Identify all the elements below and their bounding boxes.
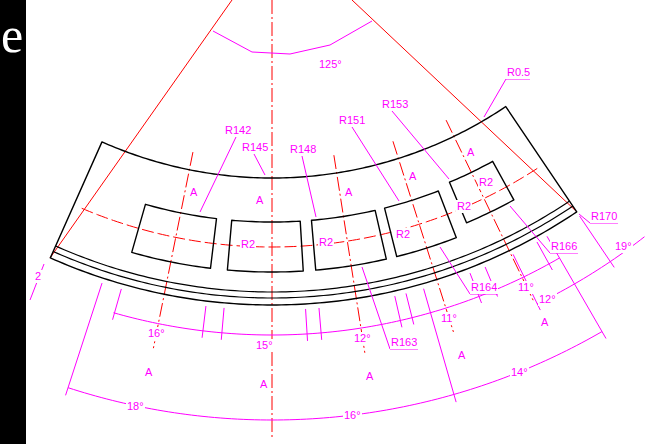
- extension-line: [580, 216, 615, 267]
- radius-label: R2: [395, 228, 411, 241]
- leader-line: [200, 137, 236, 212]
- leader-line: [30, 264, 44, 300]
- radius-label: R2: [456, 200, 472, 213]
- leader-line: [392, 111, 449, 179]
- radius-label: R164: [470, 281, 498, 294]
- section-mark: A: [408, 170, 417, 183]
- extension-line: [113, 289, 122, 320]
- end-face-line: [352, 0, 577, 212]
- part-outline: [50, 107, 576, 305]
- section-mark: A: [144, 366, 153, 379]
- extension-line: [306, 309, 308, 341]
- extension-line: [319, 308, 322, 340]
- angle-dimension-label: 18°: [126, 400, 145, 413]
- radius-label: R142: [224, 124, 252, 137]
- slot-center-line: [446, 120, 533, 300]
- angle-dimension: [213, 21, 372, 54]
- leader-line: [484, 79, 530, 117]
- slot-outline: [132, 204, 217, 268]
- angle-dimension-label: 14°: [510, 366, 529, 379]
- slot-outline: [385, 191, 457, 257]
- section-mark: A: [365, 370, 374, 383]
- angle-dimension-label: 11°: [440, 312, 458, 325]
- radius-label: R166: [550, 240, 578, 253]
- extension-line: [547, 236, 606, 338]
- radius-label: R0.5: [506, 66, 531, 79]
- radius-label: R2: [318, 236, 334, 249]
- radius-label: R148: [289, 143, 317, 156]
- radius-label: R145: [241, 141, 269, 154]
- extension-line: [424, 289, 457, 402]
- pitch-arc: [82, 168, 538, 247]
- slot-outline: [449, 161, 513, 222]
- section-mark: A: [457, 349, 466, 362]
- slot-center-line: [334, 155, 365, 353]
- extension-line: [395, 296, 402, 327]
- angle-dimension: [114, 258, 560, 335]
- angle-dimension-label: 11°: [517, 281, 535, 294]
- extension-line: [513, 254, 540, 310]
- section-mark: A: [466, 146, 475, 159]
- radius-label: R2: [240, 238, 256, 251]
- extension-line: [221, 308, 224, 340]
- radius-label: R153: [381, 98, 409, 111]
- section-mark: A: [189, 186, 198, 199]
- radius-label: R170: [590, 210, 618, 223]
- angle-dimension-label: 15°: [255, 339, 274, 352]
- leader-line: [302, 156, 316, 217]
- extension-line: [406, 293, 414, 324]
- angle-dimension-label: 12°: [538, 293, 557, 306]
- radius-label: R163: [390, 336, 418, 349]
- extension-line: [202, 306, 206, 338]
- radius-label: R2: [478, 176, 494, 189]
- surface-line: [56, 201, 570, 292]
- extension-line: [66, 283, 102, 395]
- angle-dimension-label: 125°: [318, 58, 343, 71]
- section-mark: A: [255, 194, 264, 207]
- angle-dimension-label: 16°: [343, 409, 362, 422]
- slot-outline: [311, 210, 386, 270]
- center-line: [272, 0, 273, 440]
- angle-dimension-label: 19°: [614, 240, 633, 253]
- leader-line: [254, 154, 265, 175]
- angle-dimension: [68, 332, 602, 420]
- section-mark: A: [344, 186, 353, 199]
- leader-line: [352, 127, 399, 201]
- slide-title-fragment: e: [1, 8, 23, 62]
- angle-dimension-label: 16°: [147, 327, 166, 340]
- leader-line: [510, 206, 578, 253]
- slot-outline: [227, 220, 303, 272]
- slot-center-line: [153, 152, 193, 348]
- radius-label: R151: [338, 114, 366, 127]
- thickness-label: 2: [34, 270, 42, 283]
- section-mark: A: [259, 378, 268, 391]
- leader-line: [440, 247, 498, 294]
- section-mark: A: [540, 316, 549, 329]
- slide-strip: [0, 0, 26, 444]
- angle-dimension-label: 12°: [353, 332, 372, 345]
- slot-center-line: [393, 141, 453, 332]
